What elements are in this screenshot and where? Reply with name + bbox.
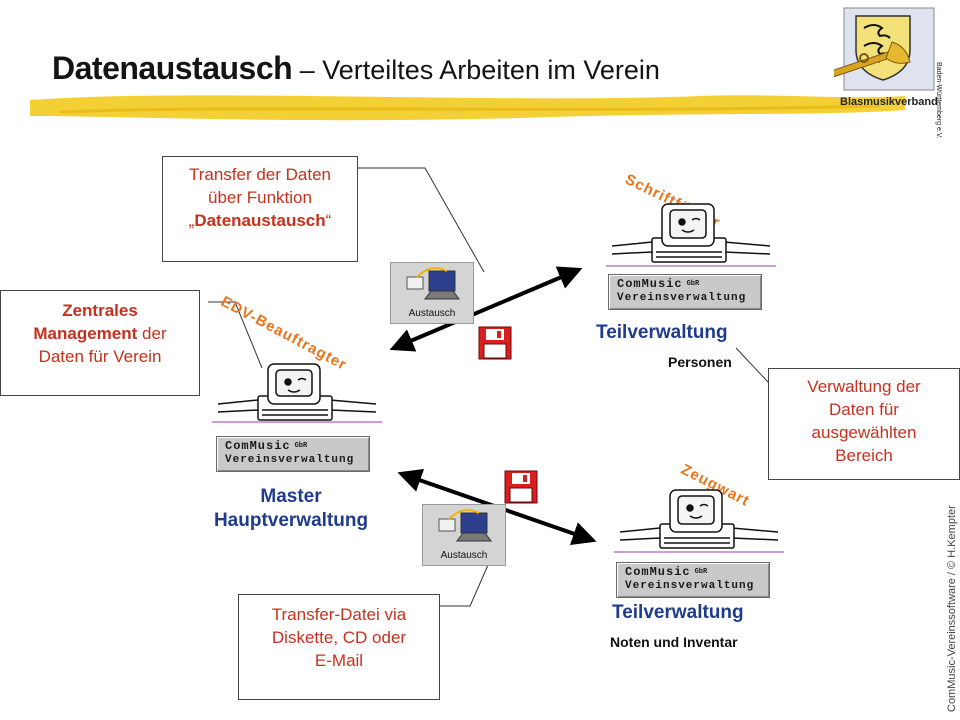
computer-mascot-icon: [614, 489, 784, 553]
laptop-exchange-icon: [406, 267, 460, 300]
node-noten-title: Teilverwaltung: [612, 602, 744, 623]
close-quote: “: [325, 211, 332, 230]
callout-transfer-function: Transfer der Daten über Funktion „Datena…: [162, 156, 358, 262]
node-noten-sub: Noten und Inventar: [610, 634, 738, 650]
callout-central-management: Zentrales Management der Daten für Verei…: [0, 290, 200, 396]
callout-line: Bereich: [835, 446, 893, 465]
callout-line: „Datenaustausch“: [163, 209, 357, 232]
callout-line: E-Mail: [314, 651, 364, 670]
callout-text: der: [137, 324, 167, 343]
page-title: Datenaustausch – Verteiltes Arbeiten im …: [52, 50, 660, 87]
node-personen-title: Teilverwaltung: [596, 322, 728, 343]
floppy-disk-icon: [478, 326, 512, 360]
callout-line: Zentrales: [1, 299, 199, 322]
callout-bold: Datenaustausch: [194, 211, 326, 230]
computer-mascot-icon: [606, 203, 776, 267]
trumpet-icon: [834, 41, 911, 78]
leader-central-management: [208, 301, 263, 369]
footer-copyright: ComMusic-Vereinssoftware / © H.Kempter: [946, 505, 958, 712]
sync-arrow-personen: [389, 266, 583, 352]
title-subtitle: Verteiltes Arbeiten im Verein: [322, 55, 660, 85]
leader-transfer-file: [440, 555, 493, 607]
brand-suffix: GbR: [294, 442, 308, 450]
exchange-label: Austausch: [408, 308, 456, 319]
brand-name: ComMusic: [617, 277, 683, 291]
callout-line: Management der: [1, 322, 199, 345]
brand-suffix: GbR: [686, 280, 700, 288]
node-master-title2: Hauptverwaltung: [213, 510, 369, 531]
node-personen-sub: Personen: [668, 354, 732, 370]
computer-mascot-icon: [212, 363, 382, 423]
callout-line: Transfer-Datei via: [271, 605, 407, 624]
callout-line: Diskette, CD oder: [271, 628, 407, 647]
callout-line: ausgewählten: [811, 423, 917, 442]
callout-line: Verwaltung der: [807, 377, 921, 396]
title-highlight-stroke: [30, 95, 905, 121]
exchange-icon-top: Austausch: [390, 262, 474, 324]
floppy-disk-icon: [504, 470, 538, 504]
callout-transfer-file: Transfer-Datei via Diskette, CD oder E-M…: [238, 594, 440, 700]
open-quote: „: [188, 211, 195, 230]
callout-area-management: Verwaltung der Daten für ausgewählten Be…: [768, 368, 960, 480]
brand-name: ComMusic: [625, 565, 691, 579]
brand-suffix: GbR: [694, 568, 708, 576]
callout-line: Daten für Verein: [38, 347, 162, 366]
node-master-title: Master Hauptverwaltung: [196, 486, 386, 532]
exchange-icon-bottom: Austausch: [422, 504, 506, 566]
brand-product: Vereinsverwaltung: [625, 580, 755, 592]
association-logo: [834, 7, 935, 91]
callout-line: über Funktion: [208, 188, 312, 207]
node-master-title1: Master: [260, 486, 322, 507]
callout-bold: Zentrales: [62, 301, 138, 320]
callout-line: Transfer der Daten: [188, 165, 332, 184]
laptop-exchange-icon: [438, 509, 492, 542]
callout-bold: Management: [33, 324, 138, 343]
callout-line: Daten für: [829, 400, 899, 419]
leader-transfer-function: [357, 167, 485, 273]
logo-label: Blasmusikverband: [840, 96, 938, 108]
title-main: Datenaustausch: [52, 50, 293, 86]
brand-product: Vereinsverwaltung: [225, 454, 355, 466]
exchange-label: Austausch: [440, 550, 488, 561]
title-separator: –: [292, 55, 323, 85]
brand-name: ComMusic: [225, 439, 291, 453]
brand-product: Vereinsverwaltung: [617, 292, 747, 304]
